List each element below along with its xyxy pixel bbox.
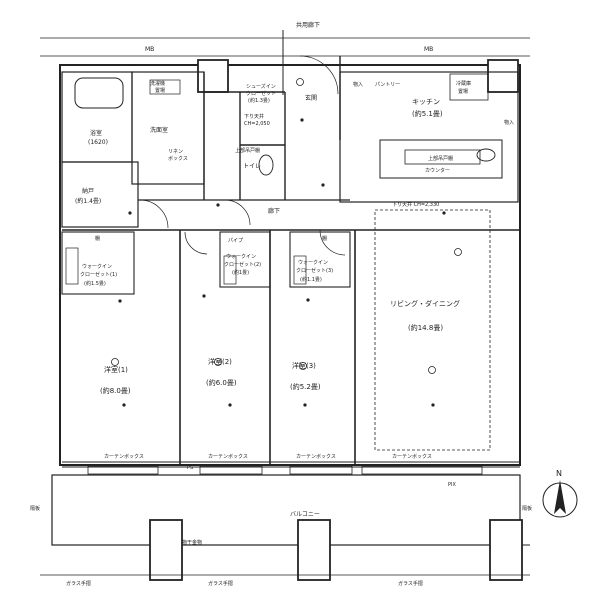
linen-label-2: ボックス (168, 155, 188, 162)
refrigerator-label-2: 置場 (458, 88, 468, 95)
corridor-label: 廊下 (268, 207, 280, 215)
living-label: リビング・ダイニング (390, 299, 460, 308)
pix-label: PIX (448, 482, 456, 488)
refrigerator-label: 冷蔵庫 (456, 80, 471, 87)
common-corridor-label: 共用廊下 (296, 21, 320, 29)
ceiling-lights (111, 78, 462, 374)
room1-size: (約8.0畳) (100, 386, 131, 395)
walkin1-size: (約1.5畳) (84, 280, 106, 287)
north-arrow: N (542, 469, 578, 518)
walls (40, 30, 530, 581)
linen-label: リネン (168, 149, 183, 155)
curtain-box-4: カーテンボックス (392, 453, 432, 460)
balcony-label: バルコニー (290, 511, 320, 518)
shoe-closet-label-2: クローゼット (246, 90, 276, 97)
nando-size: (約1.4畳) (75, 197, 101, 205)
washer-label: 洗濯機 (150, 80, 165, 87)
shelf-label-1: 棚 (95, 235, 100, 242)
curtain-box-3: カーテンボックス (296, 453, 336, 460)
ceiling-height-value: CH=2,050 (244, 121, 270, 127)
ceiling-height-label: 下り天井 (244, 113, 264, 120)
walkin1-label-a: ウォークイン (82, 263, 112, 270)
hanging-storage-kitchen-label: 上部吊戸棚 (428, 155, 453, 162)
pantry-label: パントリー (375, 82, 400, 88)
glass-railing-2: ガラス手摺 (208, 580, 233, 587)
walkin3-size: (約1.1畳) (300, 276, 322, 283)
walkin2-label-b: クローゼット(2) (224, 261, 261, 268)
walkin1-label-b: クローゼット(1) (80, 271, 117, 278)
room1-label: 洋室(1) (104, 365, 128, 374)
shoe-closet-label: シューズイン (246, 83, 276, 90)
side-wall-1: 隔板 (30, 505, 40, 512)
toilet-label: トイレ (243, 163, 261, 170)
bath-label: 浴室 (90, 129, 102, 137)
curtain-box-2: カーテンボックス (208, 453, 248, 460)
walkin3-label-b: クローゼット(3) (296, 267, 333, 274)
north-label: N (556, 469, 562, 478)
ps-label: PS (187, 465, 193, 471)
glass-railing-1: ガラス手摺 (66, 580, 91, 587)
shelf-label-2: 棚 (322, 235, 327, 242)
mb-left-label: MB (145, 46, 154, 53)
nando-label: 納戸 (82, 187, 94, 195)
entrance-label: 玄関 (305, 94, 317, 102)
room2-label: 洋室(2) (208, 357, 232, 366)
storage-label-1: 物入 (353, 81, 363, 88)
storage-label-2: 物入 (504, 119, 514, 126)
washroom-label: 洗面室 (150, 126, 168, 134)
walkin3-label-a: ウォークイン (298, 259, 328, 266)
shoe-closet-size: (約1.3畳) (248, 97, 270, 104)
walkin2-label-a: ウォークイン (226, 253, 256, 260)
ldk-ceiling-label: 下り天井 CH=2,330 (392, 201, 439, 208)
glass-railing-3: ガラス手摺 (398, 580, 423, 587)
living-size: (約14.8畳) (408, 323, 443, 332)
side-wall-2: 隔板 (522, 505, 532, 512)
pipe-space-label: パイプ (228, 238, 243, 244)
mb-right-label: MB (424, 46, 433, 53)
kitchen-label: キッチン (412, 98, 440, 106)
washer-label-2: 置場 (155, 87, 165, 94)
room3-label: 洋室(3) (292, 361, 316, 370)
walkin2-size: (約1畳) (232, 269, 249, 276)
counter-label: カウンター (425, 167, 450, 174)
fixtures (118, 118, 446, 407)
bath-size: (1620) (88, 139, 108, 146)
room2-size: (約6.0畳) (206, 378, 237, 387)
curtain-box-1: カーテンボックス (104, 453, 144, 460)
drying-rack-label: 物干金物 (182, 539, 202, 546)
room3-size: (約5.2畳) (290, 382, 321, 391)
north-arrow-icon (554, 480, 566, 514)
kitchen-size: (約5.1畳) (412, 109, 443, 118)
hanging-storage-label: 上部吊戸棚 (235, 147, 260, 154)
